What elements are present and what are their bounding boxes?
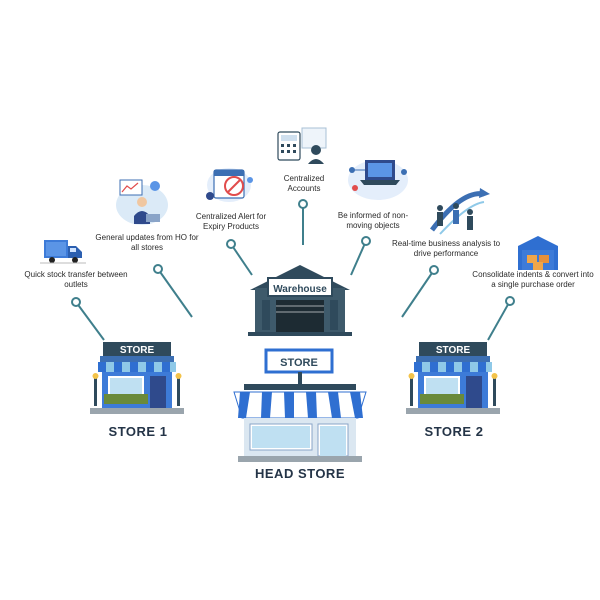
truck-icon [40, 240, 86, 264]
warehouse-boxes-icon [518, 236, 558, 270]
connector-consolidate [487, 300, 511, 341]
head-store-sign: STORE [280, 357, 318, 369]
store-1-sign: STORE [120, 345, 155, 356]
feature-label-expiry-alert: Centralized Alert for Expiry Products [195, 212, 267, 231]
connector-dot [71, 297, 81, 307]
feature-label-accounts: Centralized Accounts [283, 174, 325, 193]
awning [414, 362, 492, 372]
store-1-name: STORE 1 [108, 424, 168, 439]
connector-dot [226, 239, 236, 249]
store-1-building [90, 342, 184, 414]
connector-realtime [401, 269, 435, 318]
head-store-building [233, 348, 367, 462]
connector-general-updates [157, 268, 193, 318]
store-2-name: STORE 2 [424, 424, 484, 439]
connector-dots [71, 199, 515, 307]
connector-dot [298, 199, 308, 209]
laptop-network-icon [348, 160, 408, 200]
person-laptop-icon [116, 179, 168, 225]
store-2-building [406, 342, 500, 414]
calendar-alert-icon [206, 168, 253, 202]
head-store-name: HEAD STORE [255, 466, 345, 481]
connector-expiry-alert [230, 243, 253, 276]
connector-dot [361, 236, 371, 246]
warehouse-sign: Warehouse [273, 284, 327, 295]
awning [233, 391, 367, 419]
feature-label-quick-transfer: Quick stock transfer between outlets [24, 270, 128, 289]
calculator-icon [277, 127, 327, 164]
feature-label-realtime: Real-time business analysis to drive per… [391, 239, 501, 258]
connector-non-moving [350, 240, 367, 276]
feature-label-non-moving: Be informed of non-moving objects [337, 211, 409, 230]
feature-label-general-updates: General updates from HO for all stores [95, 233, 199, 252]
connector-quick-transfer [75, 301, 105, 341]
team-arrow-icon [430, 188, 490, 235]
feature-label-consolidate: Consolidate indents & convert into a sin… [472, 270, 594, 289]
connector-lines [75, 207, 511, 341]
connector-dot [505, 296, 515, 306]
warehouse-building [248, 265, 352, 336]
connector-dot [153, 264, 163, 274]
store-2-sign: STORE [436, 345, 471, 356]
awning [98, 362, 176, 372]
connector-dot [429, 265, 439, 275]
